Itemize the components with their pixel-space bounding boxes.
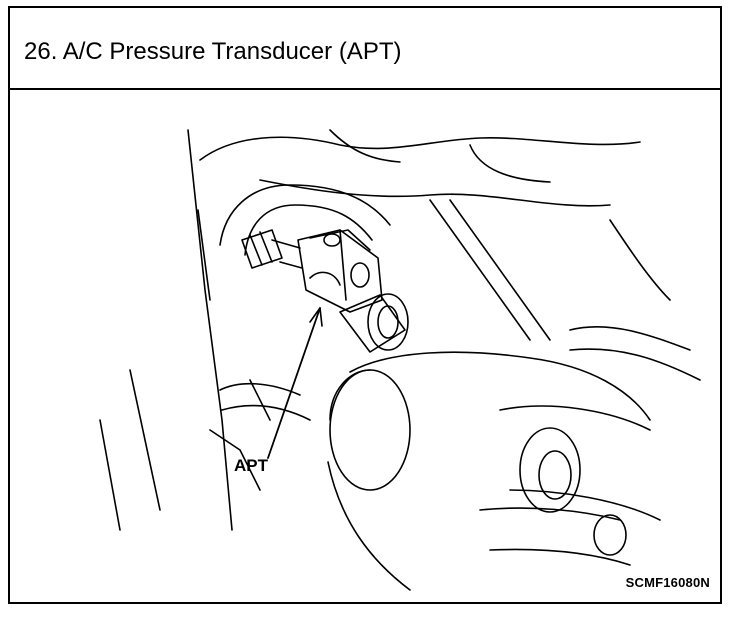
canister-body-bottom — [327, 461, 411, 591]
right-contour — [569, 325, 691, 351]
sensor-base-ring — [367, 293, 409, 351]
callout-leader-line — [267, 307, 321, 459]
bracket-line-3 — [209, 429, 261, 491]
bottom-left-line-2 — [99, 419, 121, 531]
diagram-frame: 26. A/C Pressure Transducer (APT) — [8, 6, 722, 604]
frame-line-right — [429, 199, 531, 341]
lower-pipe-end — [593, 514, 627, 556]
figure-code: SCMF16080N — [625, 575, 710, 590]
bottom-left-line — [129, 369, 161, 511]
lower-pipe-bottom — [489, 548, 631, 566]
title-bar: 26. A/C Pressure Transducer (APT) — [10, 8, 720, 90]
pipe-upper — [271, 239, 301, 249]
engine-top-contour — [199, 136, 641, 161]
canister-side — [329, 369, 371, 421]
bracket-line-1 — [219, 382, 301, 396]
pipe-right-bottom — [509, 489, 661, 521]
canister-end — [329, 369, 411, 491]
frame-line-right-3 — [609, 219, 671, 301]
hose-lower — [244, 204, 373, 256]
pipe-lower — [279, 261, 303, 269]
hose-fitting-line-2 — [259, 231, 273, 263]
frame-line-right-2 — [449, 199, 551, 341]
callout-arrow — [309, 307, 323, 327]
pipe-right-end-inner — [538, 450, 572, 500]
engine-contour-2 — [259, 179, 611, 207]
bracket-line-2 — [221, 404, 311, 421]
apt-illustration — [99, 129, 701, 591]
page-title: 26. A/C Pressure Transducer (APT) — [24, 38, 402, 65]
engine-contour-4 — [469, 144, 551, 183]
lower-pipe-top — [479, 507, 621, 521]
engine-contour-3 — [329, 129, 401, 163]
right-contour-2 — [569, 348, 701, 381]
hose-fitting — [241, 229, 283, 269]
hose-upper — [219, 184, 391, 246]
body-panel-edge-2 — [197, 209, 211, 301]
canister-body-top — [349, 351, 651, 421]
sensor-base-body — [339, 294, 406, 353]
sensor-edge — [339, 229, 347, 301]
pipe-right-end — [519, 427, 581, 513]
bracket-line-4 — [249, 379, 271, 421]
hose-fitting-line — [249, 234, 263, 266]
sensor-tab — [323, 233, 341, 247]
sensor-slot — [309, 271, 341, 286]
sensor-base-inner — [377, 305, 399, 339]
body-panel-edge — [187, 129, 233, 531]
sensor-latch — [350, 262, 370, 288]
pipe-right-top — [499, 405, 651, 431]
sensor-connector-top — [309, 229, 371, 251]
apt-callout-label: APT — [234, 456, 268, 475]
